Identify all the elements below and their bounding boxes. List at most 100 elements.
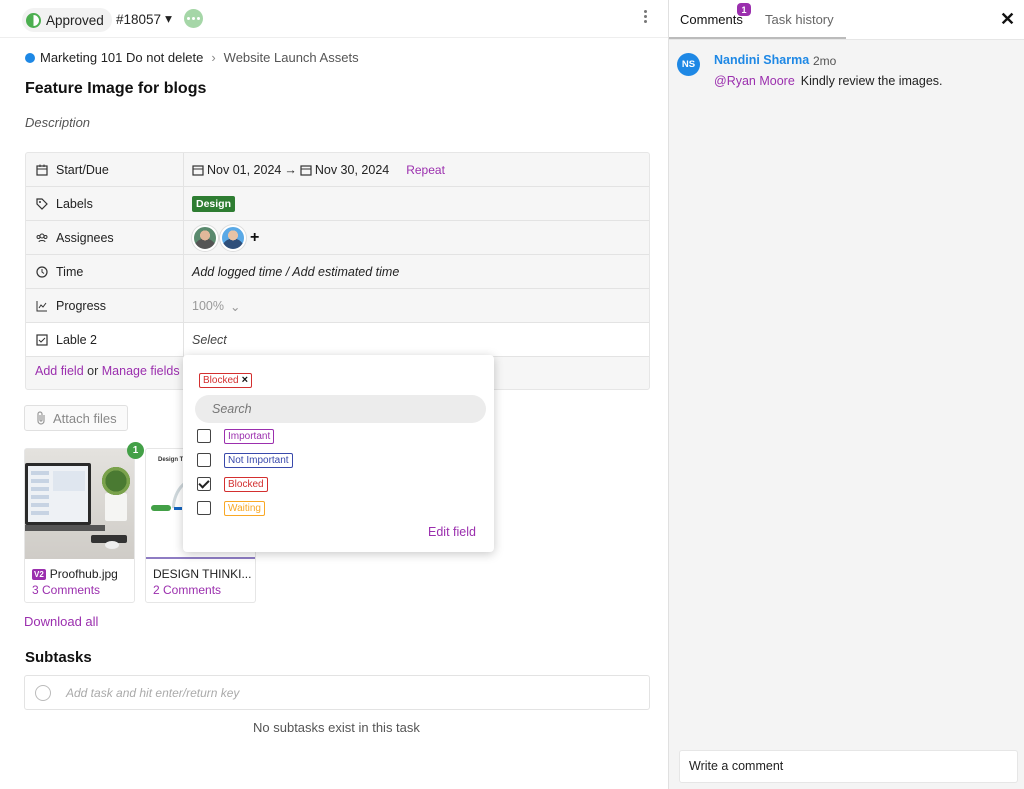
- status-circle-icon: [26, 12, 41, 28]
- checkbox[interactable]: [197, 453, 211, 467]
- field-row-lable2: Lable 2 Select: [26, 323, 649, 357]
- assistant-icon[interactable]: [184, 9, 203, 28]
- comments-count-badge: 1: [737, 3, 751, 16]
- comment-text: Kindly review the images.: [800, 74, 943, 88]
- option-label: Important: [224, 428, 275, 444]
- checkbox-icon: [36, 334, 48, 346]
- status-label: Approved: [46, 12, 104, 28]
- attachment-comments-link[interactable]: 3 Comments: [32, 583, 101, 597]
- breadcrumb: Marketing 101 Do not delete › Website La…: [25, 50, 359, 65]
- avatar[interactable]: NS: [677, 53, 700, 76]
- option-important[interactable]: Important: [197, 426, 275, 446]
- task-id-dropdown[interactable]: #18057 ▾: [116, 11, 172, 27]
- field-label-time: Time: [56, 265, 84, 279]
- field-label-lable2: Lable 2: [56, 333, 98, 347]
- lable2-select[interactable]: Select: [192, 333, 227, 347]
- selected-tag-blocked[interactable]: Blocked×: [199, 373, 253, 388]
- field-row-labels: Labels Design: [26, 187, 649, 221]
- tab-comments[interactable]: Comments: [680, 12, 743, 27]
- manage-fields-link[interactable]: Manage fields: [101, 364, 180, 378]
- field-label-assignees: Assignees: [56, 231, 114, 245]
- label-select-dropdown: Blocked× Search Important Not Important …: [183, 355, 494, 552]
- mention-link[interactable]: @Ryan Moore: [714, 74, 795, 88]
- or-text: or: [87, 364, 99, 378]
- write-comment-input[interactable]: Write a comment: [679, 750, 1018, 783]
- attachment-comments-link[interactable]: 2 Comments: [153, 583, 222, 597]
- checkbox-checked[interactable]: [197, 477, 211, 491]
- subtasks-heading: Subtasks: [25, 649, 92, 666]
- circle-icon: [35, 685, 51, 701]
- field-label-progress: Progress: [56, 299, 107, 313]
- option-label: Waiting: [224, 500, 265, 516]
- option-label: Not Important: [224, 452, 293, 468]
- tag-icon: [36, 198, 48, 210]
- selected-tag-label: Blocked: [203, 375, 239, 386]
- attachment-thumbnail[interactable]: [25, 449, 134, 559]
- download-all-link[interactable]: Download all: [24, 614, 99, 629]
- field-row-assignees: Assignees +: [26, 221, 649, 255]
- checkbox[interactable]: [197, 429, 211, 443]
- time-entry-link[interactable]: Add logged time / Add estimated time: [192, 265, 400, 279]
- start-date[interactable]: Nov 01, 2024: [207, 163, 282, 177]
- task-fields-table: Start/Due Nov 01, 2024 → Nov 30, 2024 Re…: [25, 152, 650, 390]
- breadcrumb-separator: ›: [211, 50, 216, 65]
- edit-field-link[interactable]: Edit field: [428, 525, 476, 539]
- add-assignee-button[interactable]: +: [250, 229, 260, 246]
- repeat-link[interactable]: Repeat: [406, 163, 445, 177]
- subtask-input[interactable]: Add task and hit enter/return key: [24, 675, 650, 710]
- dropdown-search-input[interactable]: Search: [195, 395, 486, 423]
- due-date[interactable]: Nov 30, 2024: [314, 163, 390, 177]
- description-field[interactable]: Description: [25, 115, 91, 130]
- add-field-row: Add field or Manage fields: [35, 364, 180, 378]
- field-row-start-due: Start/Due Nov 01, 2024 → Nov 30, 2024 Re…: [26, 153, 649, 187]
- unread-count-badge: 1: [127, 442, 144, 459]
- breadcrumb-list[interactable]: Website Launch Assets: [223, 50, 359, 65]
- avatar[interactable]: [220, 225, 246, 251]
- remove-tag-icon[interactable]: ×: [241, 374, 249, 386]
- subtask-placeholder: Add task and hit enter/return key: [66, 686, 240, 700]
- panel-tabs: Comments 1 Task history ✕: [669, 0, 1024, 40]
- field-row-progress: Progress 100% ⌄: [26, 289, 649, 323]
- option-blocked[interactable]: Blocked: [197, 474, 268, 494]
- attach-files-label: Attach files: [53, 410, 117, 426]
- attachment-card[interactable]: V2 Proofhub.jpg 3 Comments: [24, 448, 135, 603]
- calendar-icon: [36, 164, 48, 176]
- empty-subtasks-message: No subtasks exist in this task: [253, 720, 420, 735]
- calendar-icon: [192, 165, 204, 176]
- field-label-start-due: Start/Due: [56, 163, 109, 177]
- attach-files-button[interactable]: Attach files: [24, 405, 128, 431]
- thumbnail-title: Design T: [158, 457, 184, 463]
- progress-value[interactable]: 100%: [192, 299, 224, 313]
- date-arrow: →: [284, 163, 297, 177]
- clock-icon: [36, 266, 48, 278]
- breadcrumb-project[interactable]: Marketing 101 Do not delete: [40, 50, 204, 65]
- project-color-dot: [25, 52, 35, 63]
- comment-timestamp: 2mo: [813, 54, 837, 68]
- comment-author[interactable]: Nandini Sharma: [714, 53, 810, 67]
- field-row-time: Time Add logged time / Add estimated tim…: [26, 255, 649, 289]
- attachment-name: DESIGN THINKI...: [153, 567, 252, 581]
- chevron-down-icon[interactable]: ⌄: [229, 299, 241, 314]
- task-title[interactable]: Feature Image for blogs: [25, 80, 207, 97]
- comments-panel: Comments 1 Task history ✕ NS Nandini Sha…: [668, 0, 1024, 789]
- calendar-icon: [300, 165, 312, 176]
- avatar[interactable]: [192, 225, 218, 251]
- more-options-icon[interactable]: [640, 10, 650, 23]
- option-not-important[interactable]: Not Important: [197, 450, 293, 470]
- status-dropdown[interactable]: Approved: [22, 8, 112, 32]
- option-waiting[interactable]: Waiting: [197, 498, 265, 518]
- field-label-labels: Labels: [56, 197, 93, 211]
- label-chip-design[interactable]: Design: [192, 196, 236, 212]
- trend-chart-icon: [36, 301, 47, 312]
- version-badge: V2: [32, 568, 46, 580]
- close-icon[interactable]: ✕: [1000, 9, 1016, 29]
- tab-task-history[interactable]: Task history: [765, 12, 834, 27]
- people-icon: [36, 233, 48, 243]
- comment-body: @Ryan Moore Kindly review the images.: [714, 74, 943, 88]
- active-tab-indicator: [669, 37, 846, 39]
- add-field-link[interactable]: Add field: [35, 364, 84, 378]
- checkbox[interactable]: [197, 501, 211, 515]
- chevron-down-icon: ▾: [165, 11, 172, 26]
- option-label: Blocked: [224, 476, 268, 492]
- task-id: #18057: [116, 11, 162, 27]
